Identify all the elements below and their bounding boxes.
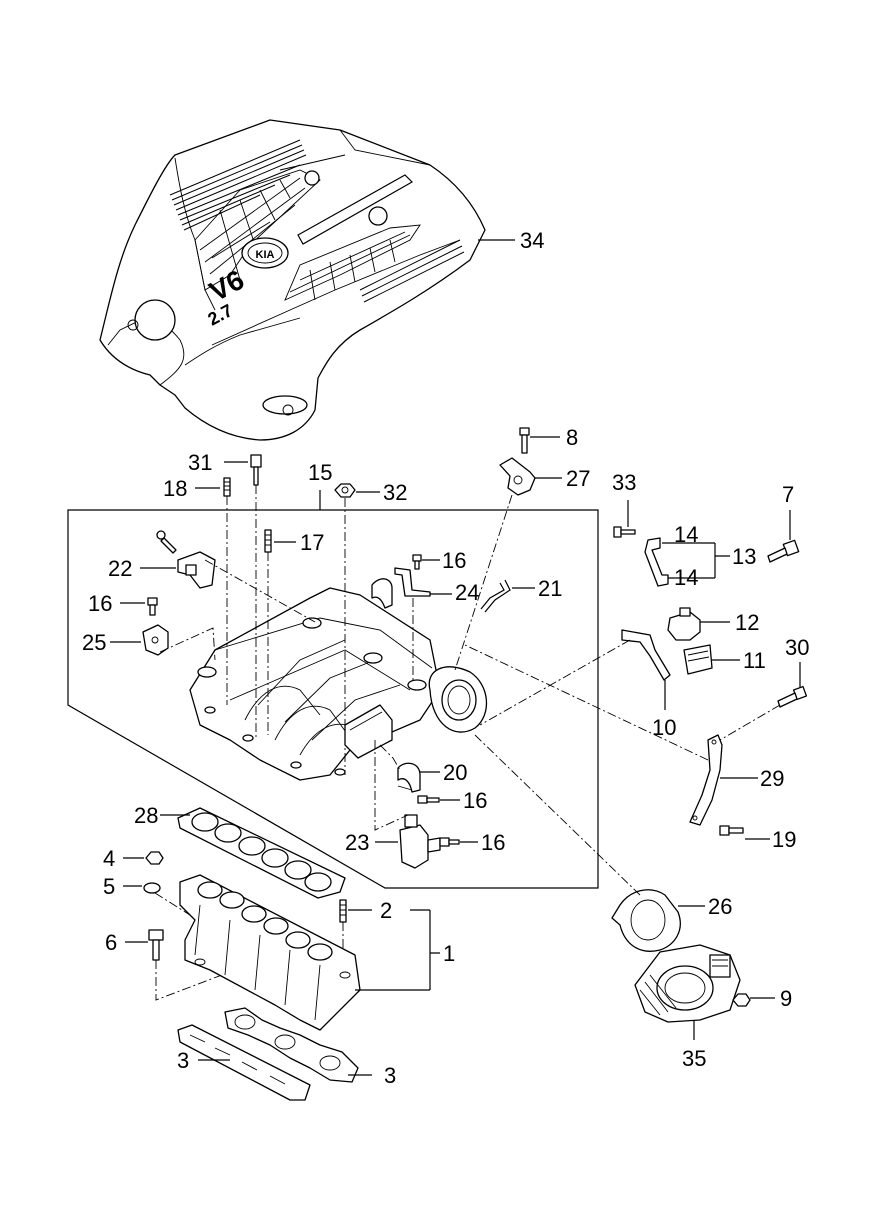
callout-18: 18	[163, 476, 187, 501]
callout-13: 13	[732, 544, 756, 569]
bolt-16a-part	[147, 597, 158, 616]
callout-10: 10	[652, 715, 676, 740]
bolt-16b-part	[412, 554, 422, 570]
throttle-body-35-part	[634, 944, 741, 1023]
hose-14-part	[644, 537, 669, 587]
bolt-8-part	[519, 427, 530, 454]
callout-3a: 3	[177, 1048, 189, 1073]
bolt-16d-part	[439, 837, 460, 847]
callout-14a: 14	[674, 522, 698, 547]
nut-9-part	[732, 993, 751, 1007]
callout-17: 17	[300, 530, 324, 555]
bracket-10-part	[621, 629, 671, 681]
sensor-23-part	[399, 814, 441, 869]
nut-4-part	[145, 851, 164, 865]
callout-33: 33	[612, 470, 636, 495]
callout-21: 21	[538, 576, 562, 601]
callout-4: 4	[103, 846, 115, 871]
cover-mount-boss-right	[262, 395, 308, 415]
callout-30: 30	[785, 635, 809, 660]
upper-gasket-28-part	[177, 807, 346, 899]
bracket-29-part	[689, 734, 723, 826]
cover-mount-boss-left	[134, 299, 176, 341]
sensor-27-part	[499, 457, 536, 496]
bolt-7-part	[767, 539, 800, 563]
callout-15: 15	[308, 460, 332, 485]
engine-cover-part: KIA V6 2.7	[99, 119, 486, 441]
bolt-6-part	[148, 929, 164, 961]
bolt-30-part	[777, 685, 808, 708]
cover-logo-text: KIA	[256, 249, 275, 261]
lower-gasket-3a-part	[177, 1024, 311, 1101]
callout-12: 12	[735, 610, 759, 635]
callout-27: 27	[566, 466, 590, 491]
callout-31: 31	[188, 450, 212, 475]
callout-9: 9	[780, 986, 792, 1011]
callout-34: 34	[520, 228, 544, 253]
callout-11: 11	[743, 648, 766, 673]
manifold-assembly-frame	[67, 509, 599, 889]
bracket-22-part	[156, 530, 216, 589]
vacuum-pipe-21-part	[480, 579, 511, 613]
stud-18-part	[223, 477, 231, 497]
bolt-33-part	[613, 526, 636, 538]
callout-35: 35	[682, 1046, 706, 1071]
cover-side-vents	[359, 239, 465, 303]
callout-6: 6	[105, 930, 117, 955]
cover-mesh-left	[194, 169, 321, 291]
callout-7: 7	[782, 482, 794, 507]
callout-16c: 16	[463, 788, 487, 813]
callout-19: 19	[772, 827, 796, 852]
callout-20: 20	[443, 760, 467, 785]
cover-center-rib	[297, 174, 413, 245]
clip-20-part	[397, 762, 421, 793]
throttle-gasket-26-part	[611, 889, 681, 952]
sensor-12-part	[667, 607, 701, 641]
lower-intake-manifold-1-part	[179, 874, 361, 1031]
callout-16d: 16	[481, 830, 505, 855]
nut-32-part	[334, 483, 356, 498]
callout-5: 5	[103, 874, 115, 899]
upper-intake-manifold-part	[189, 587, 488, 781]
washer-5-part	[143, 882, 161, 894]
connector-11-part	[683, 644, 713, 675]
callout-32: 32	[383, 480, 407, 505]
callout-16b: 16	[442, 548, 466, 573]
callout-25: 25	[82, 630, 106, 655]
callout-28: 28	[134, 803, 158, 828]
callout-22: 22	[108, 556, 132, 581]
callout-26: 26	[708, 894, 732, 919]
callout-2: 2	[380, 898, 392, 923]
callout-8: 8	[566, 425, 578, 450]
stud-17-part	[264, 529, 272, 553]
callout-labels: 34 8 31 15 27 33 18 32 7 14 17 13 16 22 …	[82, 228, 809, 1088]
callout-14b: 14	[674, 565, 698, 590]
callout-3b: 3	[384, 1063, 396, 1088]
callout-24: 24	[455, 580, 479, 605]
bolt-19-part	[719, 825, 744, 836]
bolt-31-part	[250, 454, 262, 486]
bracket-24-part	[371, 567, 431, 609]
callout-16a: 16	[88, 591, 112, 616]
callout-1: 1	[443, 941, 455, 966]
callout-23: 23	[345, 830, 369, 855]
callout-29: 29	[760, 766, 784, 791]
stud-2-part	[339, 899, 347, 923]
cover-mesh-right	[284, 224, 421, 301]
kia-logo-icon: KIA	[241, 237, 289, 269]
cover-vent-louvers	[169, 139, 307, 231]
bolt-16c-part	[417, 795, 440, 804]
